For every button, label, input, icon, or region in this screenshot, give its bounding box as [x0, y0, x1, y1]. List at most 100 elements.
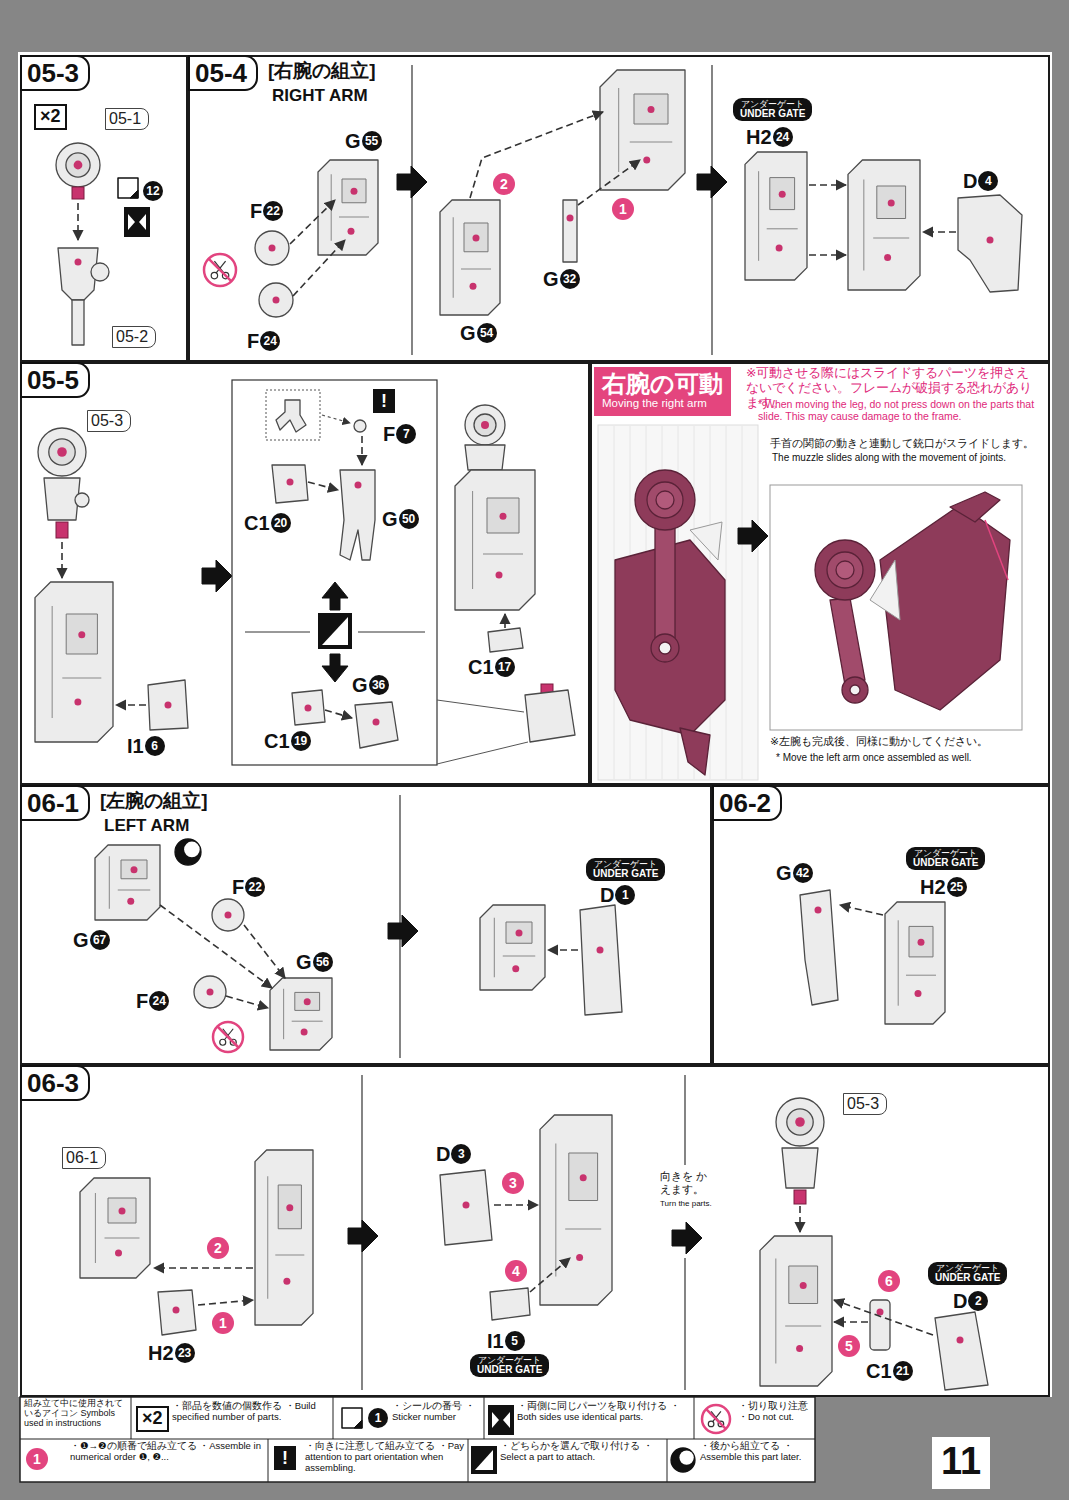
- panel-line: [331, 174, 332, 241]
- tag-text: 05-2: [116, 328, 148, 346]
- panel-line: [767, 228, 798, 229]
- assembly-arrow: [470, 112, 603, 198]
- later-icon: [671, 1448, 695, 1472]
- note-text: 手首の関節の動きと連動して銃口がスライドします。: [770, 437, 1034, 450]
- subassembly-tag: 05-3: [843, 1093, 887, 1115]
- peg: [794, 1190, 806, 1204]
- step-number: 05-5: [20, 362, 90, 398]
- connection-dot: [643, 157, 650, 164]
- select-icon: [471, 1446, 497, 1474]
- part-code: G: [345, 130, 361, 152]
- part-number: 6: [145, 736, 165, 756]
- connection-dot: [75, 259, 82, 266]
- legend-entry: ・シールの番号 ・Sticker number: [392, 1401, 480, 1423]
- later-icon: [175, 839, 201, 865]
- assembly-arrow: [116, 704, 146, 706]
- connection-dot: [580, 1174, 587, 1181]
- elbow-knob: [75, 493, 89, 507]
- connection-dot: [305, 705, 312, 712]
- panel-line: [453, 217, 454, 298]
- legend-entry: ・向きに注意して組み立てる ・Pay attention to part ori…: [305, 1441, 465, 1474]
- orientation-icon: !: [274, 1446, 296, 1470]
- part-number: 12: [143, 181, 163, 201]
- do-not-cut-icon: [702, 1405, 730, 1433]
- forearm-part: [540, 1115, 612, 1305]
- legend-entry: ・どちらかを選んで取り付ける ・Select a part to attach.: [500, 1441, 663, 1463]
- small-part: [272, 465, 308, 503]
- connection-dot: [597, 947, 604, 954]
- both-sides-icon: [139, 214, 146, 230]
- panel-line: [565, 1229, 601, 1230]
- connection-dot: [796, 1345, 803, 1352]
- panel-line: [863, 180, 864, 271]
- header-text: 右腕の可動: [602, 371, 723, 397]
- legend-rule: [131, 1397, 132, 1439]
- upper-arm-part: [782, 1148, 818, 1188]
- panel-detail: [909, 926, 933, 957]
- badge-text: UNDER GATE: [477, 1365, 542, 1376]
- panel-detail: [770, 178, 795, 210]
- step-number: 05-3: [20, 55, 90, 91]
- panel-detail: [121, 860, 147, 879]
- ball-joint: [815, 540, 875, 600]
- panel-line: [95, 1193, 96, 1263]
- small-part: [259, 283, 293, 317]
- part-number: 2: [968, 1291, 988, 1311]
- figure-frame: [770, 485, 1022, 730]
- part-number: 67: [90, 930, 110, 950]
- do-not-cut-icon: [218, 1027, 239, 1048]
- connection-dot: [115, 1250, 122, 1257]
- step-panel: 05-505-3: [20, 362, 590, 785]
- sticker-icon: [342, 1408, 362, 1428]
- assembly-arrow: [325, 710, 352, 718]
- assembly-arrow: [308, 482, 338, 490]
- assembly-arrow: [361, 436, 363, 465]
- panel-detail: [877, 186, 906, 219]
- part-number: 24: [260, 331, 280, 351]
- later-icon: [184, 842, 200, 858]
- tag-text: 05-3: [91, 412, 123, 430]
- connection-dot: [131, 866, 138, 873]
- panel-line: [618, 88, 619, 172]
- step-order-badge: 1: [612, 198, 634, 220]
- elbow-knob: [91, 263, 109, 281]
- arm-frame-part: [318, 160, 378, 255]
- ball-socket: [827, 552, 863, 588]
- divider-line: [684, 1075, 685, 1165]
- upper-arm-part: [465, 445, 505, 470]
- armor-part: [580, 905, 622, 1015]
- part-number: 3: [451, 1144, 471, 1164]
- part-code: G: [543, 268, 559, 290]
- connection-dot: [877, 1309, 884, 1316]
- panel-line: [630, 142, 673, 143]
- connection-dot: [470, 283, 477, 290]
- sticker-icon: [118, 178, 138, 198]
- part-number: 1: [615, 885, 635, 905]
- tag-text: 05-3: [847, 1095, 879, 1113]
- connection-dot: [207, 989, 214, 996]
- panel-detail: [108, 1198, 136, 1223]
- page-number: 11: [933, 1441, 989, 1483]
- forearm-part: [455, 470, 535, 610]
- legend-heading: 組み立て中に使用されているアイコン Symbols used in instru…: [24, 1399, 128, 1429]
- arm-frame-part: [95, 845, 160, 920]
- panel-line: [555, 1144, 556, 1277]
- legend-rule: [694, 1397, 695, 1439]
- divider-line: [684, 1258, 685, 1390]
- do-not-cut-icon: [213, 1022, 243, 1052]
- part-number: 22: [263, 201, 283, 221]
- panel-line: [483, 554, 523, 555]
- select-icon: [475, 1450, 493, 1470]
- part-number: 24: [149, 991, 169, 1011]
- panel-detail: [789, 1266, 818, 1304]
- assembly-arrow: [809, 254, 846, 256]
- step-order-badge: 4: [505, 1260, 527, 1282]
- panel-line: [105, 1238, 140, 1239]
- grid-line: [742, 426, 743, 779]
- connection-dot: [800, 1282, 807, 1289]
- connection-dot: [473, 234, 480, 241]
- part-number: 36: [369, 675, 389, 695]
- part-code: G: [776, 862, 792, 884]
- step-order-badge: 6: [878, 1270, 900, 1292]
- panel-line: [118, 890, 151, 891]
